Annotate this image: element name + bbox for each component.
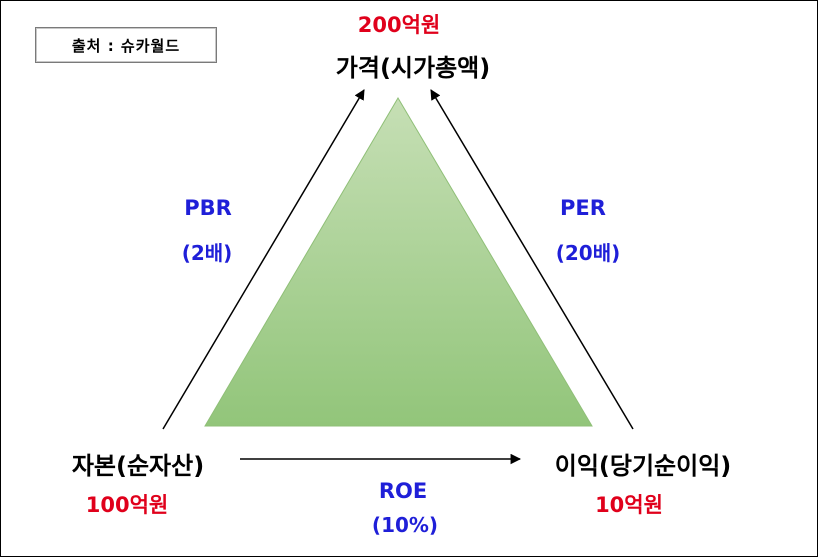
- pbr-label: PBR: [184, 196, 232, 220]
- capital-node-label: 자본(순자산): [71, 452, 205, 480]
- roe-label: ROE: [378, 479, 428, 503]
- price-node-label: 가격(시가총액): [335, 54, 491, 82]
- pbr-value: (2배): [181, 241, 233, 265]
- per-value: (20배): [555, 241, 621, 265]
- price-amount: 200억원: [357, 13, 441, 37]
- per-label: PER: [560, 196, 606, 220]
- arrow-profit-to-price: [430, 89, 634, 430]
- profit-node-label: 이익(당기순이익): [554, 452, 732, 480]
- roe-value: (10%): [371, 513, 439, 537]
- capital-amount: 100억원: [85, 493, 169, 517]
- source-label: 출처 : 슈카월드: [35, 27, 217, 63]
- arrow-capital-to-price: [162, 89, 365, 430]
- profit-amount: 10억원: [595, 493, 663, 517]
- green-triangle: [204, 97, 593, 427]
